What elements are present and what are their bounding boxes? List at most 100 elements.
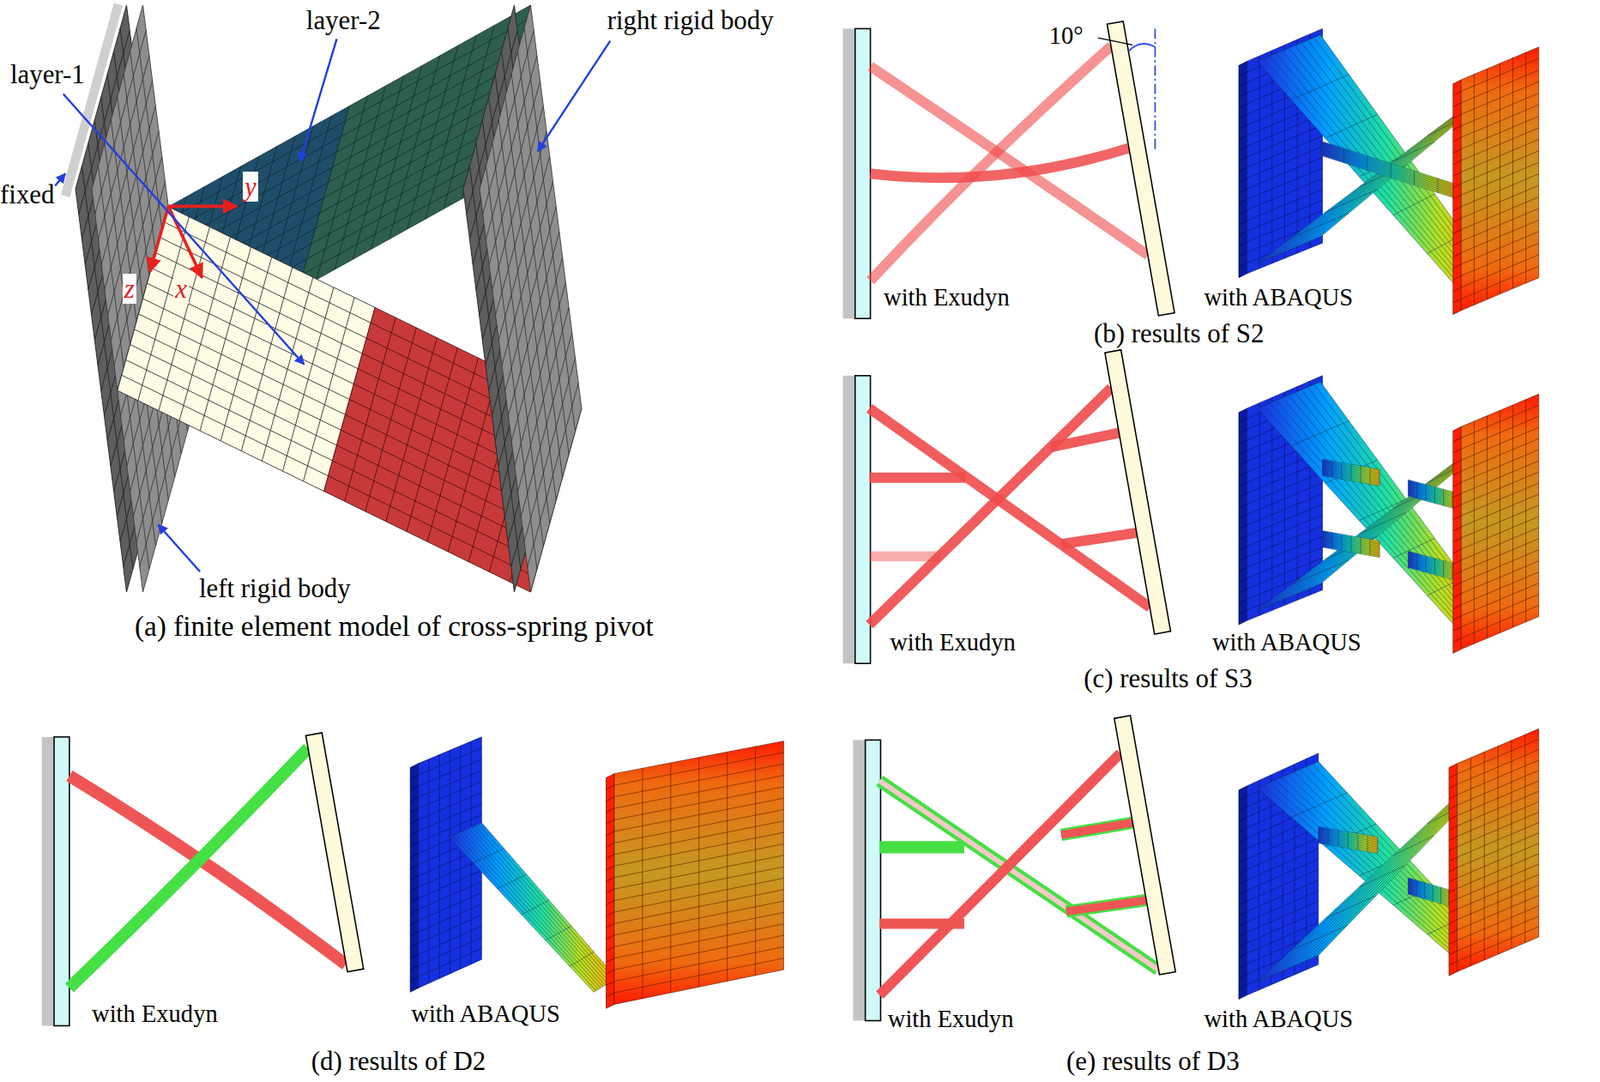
label-box: (d) results of D2 [311, 1045, 486, 1077]
label-box: (e) results of D3 [1066, 1045, 1240, 1077]
fixed-block-edge-mesh [410, 774, 419, 981]
moving-block-mesh [614, 746, 784, 999]
label-box: with Exudyn [91, 1000, 218, 1029]
fixed-block-edge [410, 763, 419, 992]
part-label: right rigid body [607, 5, 774, 36]
leader-arrow [157, 524, 200, 572]
fixed-block-mesh [418, 741, 483, 984]
ground-strip [852, 739, 865, 1021]
right-rigid-body [479, 5, 582, 592]
ground-strip [842, 375, 855, 664]
figure-caption: (d) results of D2 [311, 1045, 486, 1076]
beam-element [869, 472, 966, 484]
label-box: left rigid body [199, 573, 351, 604]
moving-block [1456, 728, 1539, 972]
figure-caption: (e) results of D3 [1066, 1045, 1240, 1076]
beam-element [879, 840, 965, 853]
right-body [305, 732, 363, 973]
method-label: with ABAQUS [1212, 628, 1362, 656]
beam-element [870, 148, 1130, 179]
label-box: layer-1 [10, 59, 85, 91]
moving-block-mesh [1461, 52, 1539, 305]
leader-arrow [300, 38, 338, 162]
leader-arrow [537, 41, 610, 151]
ground-strip [842, 28, 855, 319]
moving-block [614, 741, 784, 1005]
moving-block-mesh [1461, 399, 1539, 645]
fixed-block-edge [1238, 785, 1248, 1000]
figure-caption: (b) results of S2 [1093, 318, 1264, 349]
method-label: with Exudyn [887, 1005, 1015, 1033]
moving-block-edge [1453, 426, 1462, 653]
beam-element [1061, 532, 1137, 544]
figure-caption: (c) results of S3 [1083, 663, 1253, 694]
label-box: z [122, 273, 137, 305]
left-body [855, 28, 871, 319]
deformed-layer-mesh [452, 823, 615, 991]
part-label: left rigid body [199, 573, 351, 604]
label-box: (b) results of S2 [1093, 318, 1264, 350]
moving-block-edge-mesh [1453, 437, 1462, 642]
deformed-layer-mesh [1320, 142, 1462, 200]
fixed-block-edge-mesh [1238, 418, 1248, 614]
moving-block-mesh [1456, 734, 1539, 967]
part-label: layer-2 [306, 5, 381, 36]
moving-block-edge [606, 773, 616, 1009]
beam-element [1066, 899, 1147, 912]
moving-block-edge-mesh [1449, 773, 1458, 966]
right-body [1114, 715, 1176, 975]
deformed-layer [1322, 531, 1380, 558]
beam-element [879, 780, 1159, 970]
moving-block [1461, 393, 1539, 649]
axis-label: y [242, 171, 259, 202]
deformed-layer [1320, 140, 1462, 200]
fe-model [54, 4, 610, 592]
beam-element [879, 918, 965, 930]
ground-strip [42, 736, 55, 1027]
moving-block-edge-mesh [606, 784, 616, 997]
figure-caption: (a) finite element model of cross-spring… [134, 609, 654, 642]
fixed-block-edge [1238, 408, 1248, 625]
beam-element [69, 748, 308, 989]
label-box: layer-2 [306, 5, 381, 37]
fixed-block-edge [1238, 60, 1248, 278]
deformed-layer [448, 822, 616, 992]
beam-element [1066, 899, 1147, 912]
label-box: x [173, 273, 189, 305]
angle-label: 10° [1049, 22, 1084, 49]
part-label: layer-1 [10, 59, 85, 90]
beam-element [870, 66, 1149, 255]
fixed-block [418, 736, 483, 989]
deformed-layer-mesh [1318, 827, 1378, 852]
label-box: fixed [0, 179, 55, 211]
deformed-layer-mesh [1322, 532, 1380, 556]
label-box: right rigid body [607, 5, 774, 37]
beam-element [1061, 822, 1133, 835]
beam-element [869, 387, 1111, 625]
label-box: (a) finite element model of cross-spring… [134, 609, 654, 643]
method-label: with Exudyn [883, 283, 1010, 311]
left-body [865, 739, 882, 1021]
method-label: with ABAQUS [1204, 283, 1354, 311]
moving-block [1461, 47, 1539, 311]
method-label: with Exudyn [91, 1000, 218, 1027]
label-box: with ABAQUS [410, 1000, 561, 1029]
axis-label: x [173, 273, 189, 304]
beam-element [1061, 822, 1133, 835]
label-box: (c) results of S3 [1083, 663, 1253, 695]
panel-s2 [842, 21, 1539, 319]
fixed-block-edge-mesh [1238, 72, 1248, 267]
right-body [1104, 350, 1172, 634]
panel-s3 [842, 350, 1539, 664]
panel-d2 [42, 732, 785, 1026]
beam-element [69, 775, 346, 965]
beam-element [1050, 432, 1120, 447]
label-box: with ABAQUS [1212, 628, 1362, 658]
deformed-layer [1322, 458, 1380, 486]
deformed-layer [1318, 827, 1378, 854]
beam-element [869, 550, 941, 562]
label-box: with Exudyn [889, 628, 1016, 658]
